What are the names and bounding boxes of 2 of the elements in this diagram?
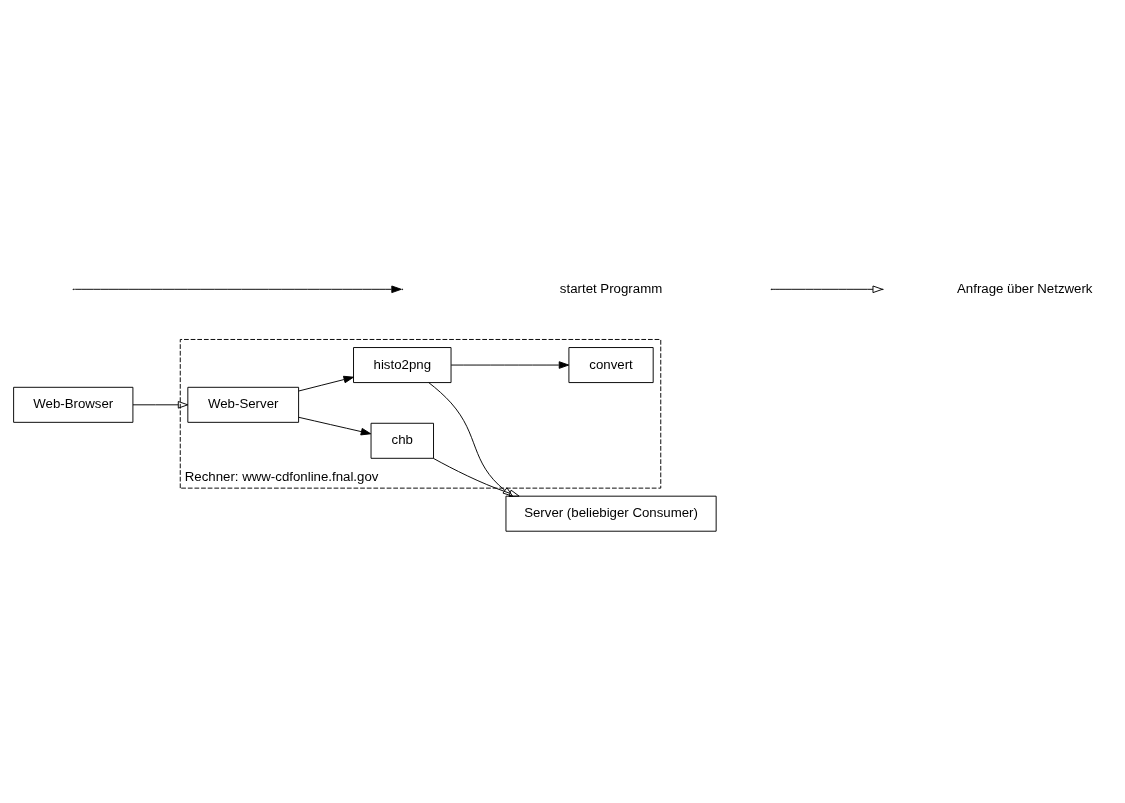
legend-label: startet Programm xyxy=(559,280,663,296)
legend-label: Anfrage über Netzwerk xyxy=(956,280,1093,296)
